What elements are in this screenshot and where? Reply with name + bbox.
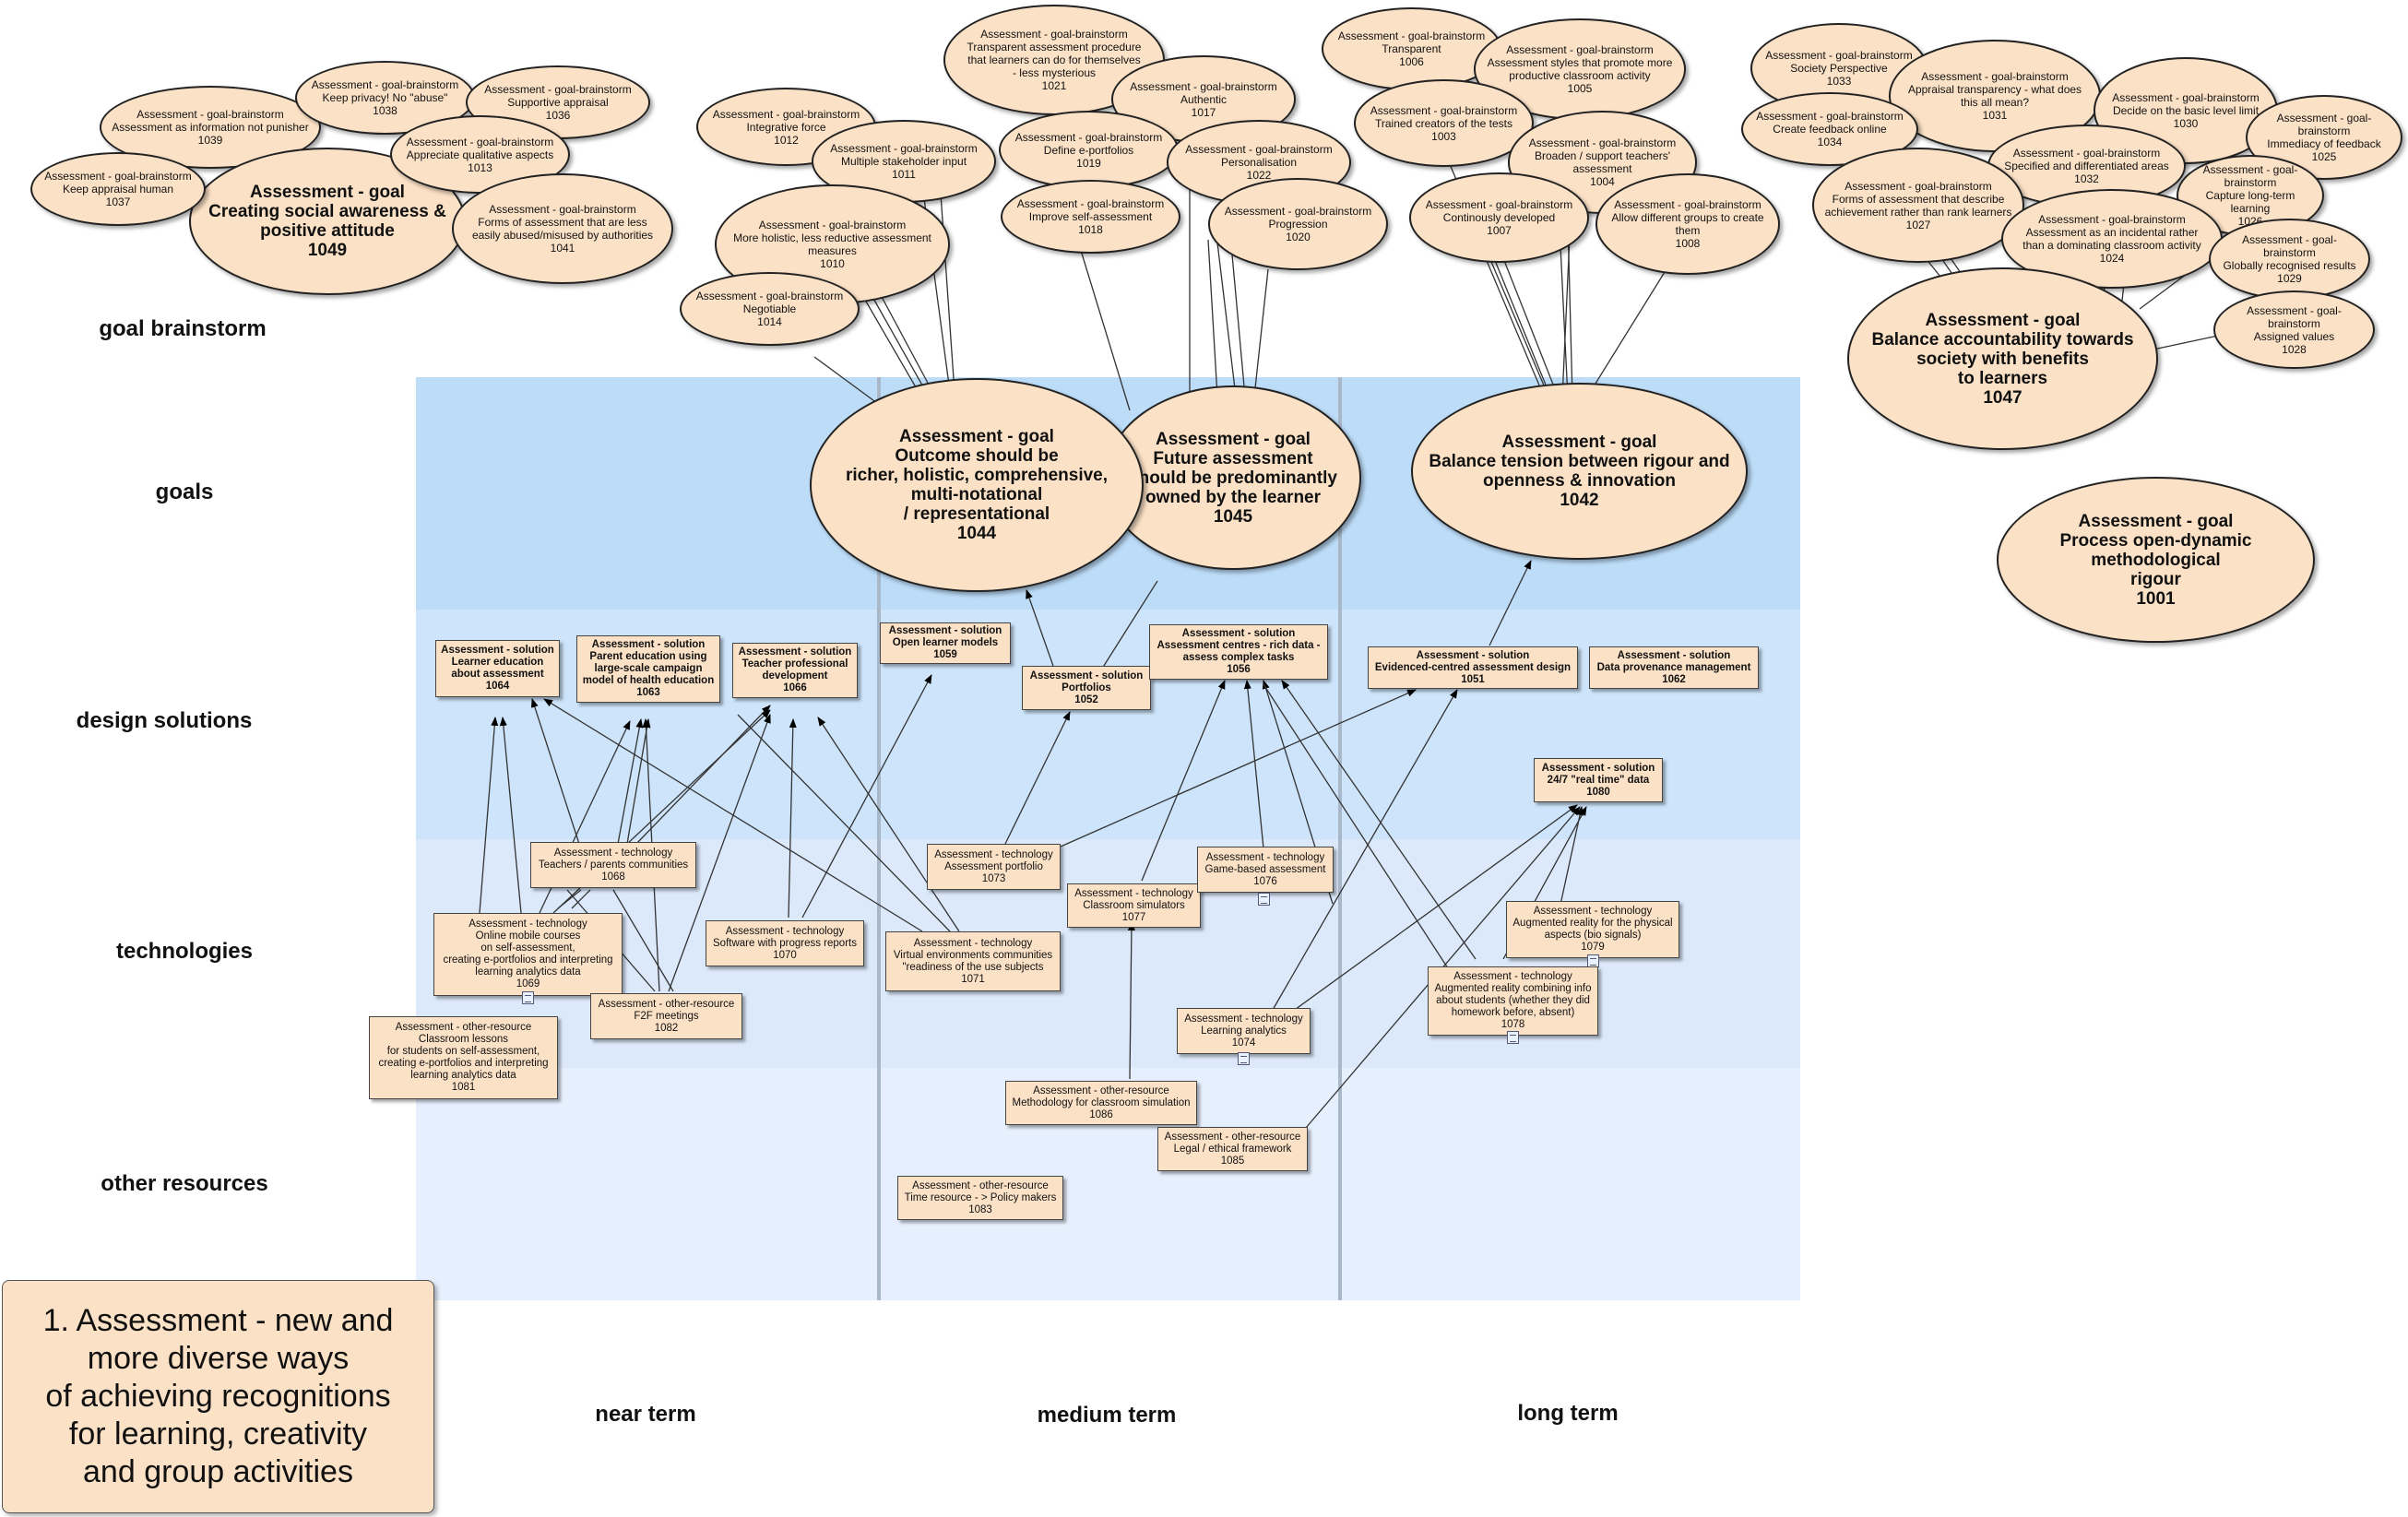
brainstorm-node-1014[interactable]: Assessment - goal-brainstorm Negotiable … bbox=[680, 272, 860, 346]
brainstorm-node-1036[interactable]: Assessment - goal-brainstorm Supportive … bbox=[466, 65, 650, 139]
solution-node-1063[interactable]: Assessment - solution Parent education u… bbox=[576, 635, 720, 703]
technology-node-1068[interactable]: Assessment - technology Teachers / paren… bbox=[530, 842, 696, 888]
column-label-medium-term: medium term bbox=[1037, 1403, 1177, 1428]
row-label-other-resources: other resources bbox=[101, 1171, 268, 1196]
brainstorm-node-1013[interactable]: Assessment - goal-brainstorm Appreciate … bbox=[390, 115, 570, 194]
resource-node-1085[interactable]: Assessment - other-resource Legal / ethi… bbox=[1157, 1127, 1308, 1171]
goal-node-1047[interactable]: Assessment - goal Balance accountability… bbox=[1847, 267, 2158, 450]
resource-node-1081[interactable]: Assessment - other-resource Classroom le… bbox=[369, 1016, 558, 1099]
solution-node-1052[interactable]: Assessment - solution Portfolios 1052 bbox=[1022, 666, 1151, 710]
column-label-long-term: long term bbox=[1517, 1401, 1619, 1426]
brainstorm-node-1006[interactable]: Assessment - goal-brainstorm Transparent… bbox=[1322, 7, 1501, 90]
row-label-goals: goals bbox=[155, 480, 214, 504]
brainstorm-node-1037[interactable]: Assessment - goal-brainstorm Keep apprai… bbox=[30, 152, 206, 226]
column-separator bbox=[877, 377, 881, 1300]
brainstorm-node-1031[interactable]: Assessment - goal-brainstorm Appraisal t… bbox=[1889, 40, 2101, 152]
row-label-technologies: technologies bbox=[115, 939, 254, 964]
brainstorm-node-1028[interactable]: Assessment - goal-brainstorm Assigned va… bbox=[2213, 290, 2375, 369]
row-label-goal-brainstorm: goal brainstorm bbox=[99, 316, 267, 341]
goal-node-1045[interactable]: Assessment - goal Future assessment shou… bbox=[1105, 385, 1361, 570]
brainstorm-node-1029[interactable]: Assessment - goal-brainstorm Globally re… bbox=[2209, 219, 2370, 300]
brainstorm-node-1019[interactable]: Assessment - goal-brainstorm Define e-po… bbox=[999, 111, 1179, 189]
document-icon[interactable] bbox=[1587, 954, 1599, 967]
goal-node-1042[interactable]: Assessment - goal Balance tension betwee… bbox=[1411, 383, 1748, 560]
brainstorm-node-1027[interactable]: Assessment - goal-brainstorm Forms of as… bbox=[1812, 148, 2024, 263]
brainstorm-node-1041[interactable]: Assessment - goal-brainstorm Forms of as… bbox=[452, 173, 673, 284]
map-title-box: 1. Assessment - new and more diverse way… bbox=[2, 1280, 434, 1513]
document-icon[interactable] bbox=[1238, 1052, 1250, 1065]
solution-node-1066[interactable]: Assessment - solution Teacher profession… bbox=[732, 643, 858, 698]
solution-node-1080[interactable]: Assessment - solution 24/7 "real time" d… bbox=[1534, 758, 1663, 802]
document-icon[interactable] bbox=[1258, 893, 1270, 906]
solution-node-1051[interactable]: Assessment - solution Evidenced-centred … bbox=[1368, 646, 1578, 689]
technology-node-1070[interactable]: Assessment - technology Software with pr… bbox=[706, 920, 864, 966]
document-icon[interactable] bbox=[1507, 1031, 1519, 1044]
technology-node-1078[interactable]: Assessment - technology Augmented realit… bbox=[1428, 966, 1598, 1036]
technology-node-1077[interactable]: Assessment - technology Classroom simula… bbox=[1067, 883, 1201, 928]
resource-node-1083[interactable]: Assessment - other-resource Time resourc… bbox=[897, 1176, 1063, 1220]
brainstorm-node-1005[interactable]: Assessment - goal-brainstorm Assessment … bbox=[1474, 18, 1686, 120]
brainstorm-node-1003[interactable]: Assessment - goal-brainstorm Trained cre… bbox=[1354, 79, 1534, 167]
resource-node-1082[interactable]: Assessment - other-resource F2F meetings… bbox=[590, 993, 742, 1039]
technology-node-1076[interactable]: Assessment - technology Game-based asses… bbox=[1197, 847, 1334, 893]
document-icon[interactable] bbox=[522, 991, 534, 1004]
map-title: 1. Assessment - new and more diverse way… bbox=[42, 1303, 394, 1489]
goal-node-1044[interactable]: Assessment - goal Outcome should be rich… bbox=[810, 378, 1144, 592]
technology-node-1079[interactable]: Assessment - technology Augmented realit… bbox=[1506, 901, 1679, 958]
solution-node-1059[interactable]: Assessment - solution Open learner model… bbox=[880, 622, 1011, 664]
row-label-design-solutions: design solutions bbox=[76, 708, 253, 733]
solution-node-1064[interactable]: Assessment - solution Learner education … bbox=[435, 640, 560, 697]
technology-node-1071[interactable]: Assessment - technology Virtual environm… bbox=[885, 931, 1061, 991]
brainstorm-node-1008[interactable]: Assessment - goal-brainstorm Allow diffe… bbox=[1595, 173, 1780, 275]
technology-node-1069[interactable]: Assessment - technology Online mobile co… bbox=[433, 913, 623, 996]
goal-node-1001[interactable]: Assessment - goal Process open-dynamic m… bbox=[1997, 477, 2315, 643]
brainstorm-node-1018[interactable]: Assessment - goal-brainstorm Improve sel… bbox=[1001, 180, 1180, 254]
solution-node-1056[interactable]: Assessment - solution Assessment centres… bbox=[1149, 624, 1328, 680]
technology-node-1073[interactable]: Assessment - technology Assessment portf… bbox=[927, 844, 1061, 890]
technology-node-1074[interactable]: Assessment - technology Learning analyti… bbox=[1177, 1008, 1311, 1054]
brainstorm-node-1020[interactable]: Assessment - goal-brainstorm Progression… bbox=[1208, 178, 1388, 270]
brainstorm-node-1034[interactable]: Assessment - goal-brainstorm Create feed… bbox=[1741, 92, 1918, 166]
column-label-near-term: near term bbox=[595, 1402, 696, 1427]
column-separator bbox=[1338, 377, 1342, 1300]
solution-node-1062[interactable]: Assessment - solution Data provenance ma… bbox=[1589, 646, 1759, 689]
brainstorm-node-1007[interactable]: Assessment - goal-brainstorm Continously… bbox=[1409, 172, 1589, 263]
resource-node-1086[interactable]: Assessment - other-resource Methodology … bbox=[1005, 1081, 1197, 1125]
